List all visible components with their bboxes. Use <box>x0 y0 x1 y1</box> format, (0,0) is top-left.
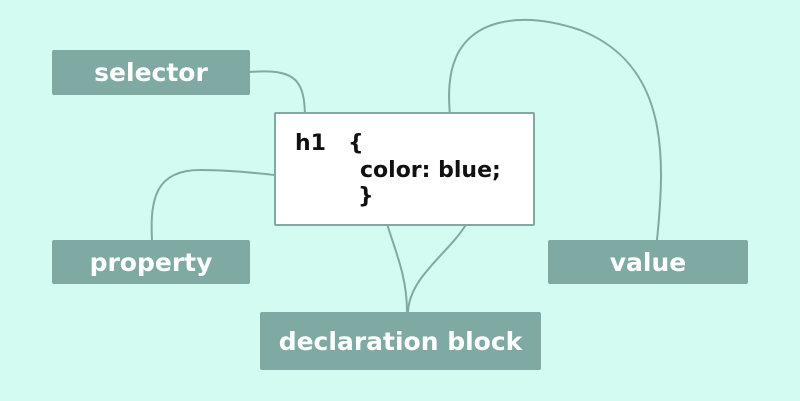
code-declaration: color: blue; <box>360 158 501 183</box>
code-open-brace: { <box>348 131 364 156</box>
css-code-box <box>274 112 535 226</box>
value-arrow <box>447 19 662 241</box>
declaration-block-label: declaration block <box>260 312 541 370</box>
code-selector: h1 <box>295 131 326 156</box>
value-label: value <box>548 240 748 284</box>
selector-arrow <box>249 70 310 122</box>
property-label: property <box>52 240 250 284</box>
selector-label: selector <box>52 50 250 95</box>
code-close-brace: } <box>358 184 374 209</box>
